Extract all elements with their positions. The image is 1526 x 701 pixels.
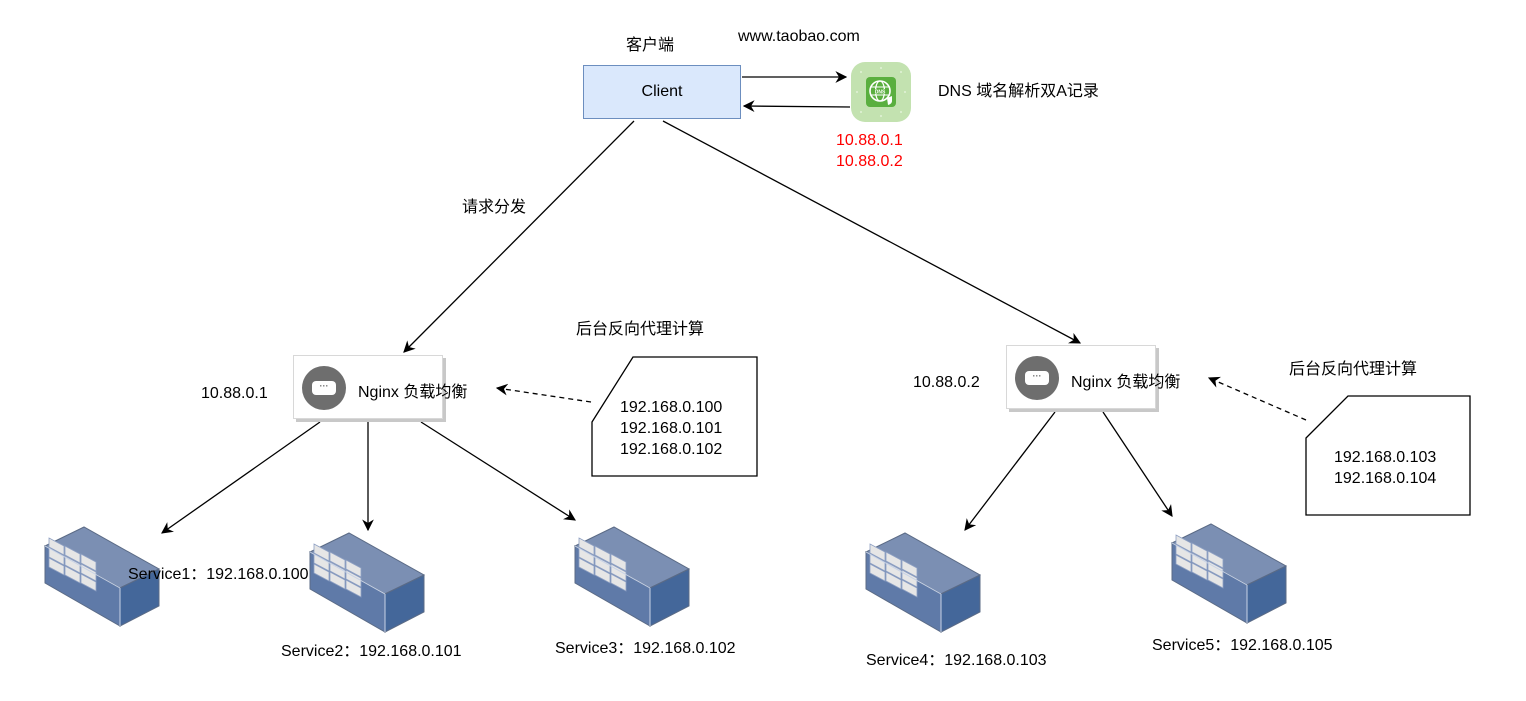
upstream-ip: 192.168.0.102 [620,441,723,458]
nginx-node-1[interactable]: ··· Nginx 负载均衡 [293,355,467,419]
nginx-icon: ··· [1015,356,1059,400]
client-to-nginx1-arrow [403,120,635,353]
more-dots-icon: ··· [1025,371,1049,385]
service1-label: Service1：192.168.0.100 [128,566,309,583]
upstream-ip: 192.168.0.101 [620,420,723,437]
dns-record-2: 10.88.0.2 [836,153,903,170]
upstream-ip: 192.168.0.104 [1334,470,1437,487]
service3-label: Service3：192.168.0.102 [555,640,736,657]
nginx-node-2[interactable]: ··· Nginx 负载均衡 [1006,345,1180,409]
note1-to-nginx1-dashed-arrow [495,383,592,403]
dns-title: DNS 域名解析双A记录 [938,83,1099,100]
upstream-ip: 192.168.0.103 [1334,449,1437,466]
request-dispatch-label: 请求分发 [462,199,527,216]
server-icon [308,532,426,633]
server-icon [864,532,982,633]
client-node[interactable]: Client [583,65,741,119]
nginx2-ip: 10.88.0.2 [913,374,980,391]
svg-text:DNS: DNS [875,90,886,96]
service2-label: Service2：192.168.0.101 [281,643,462,660]
server-node-3[interactable] [573,526,692,633]
service4-label: Service4：192.168.0.103 [866,652,1047,669]
service5-label: Service5：192.168.0.105 [1152,637,1333,654]
upstream-ip: 192.168.0.100 [620,399,723,416]
more-dots-icon: ··· [312,381,336,395]
nginx1-to-service1-arrow [161,421,321,534]
client-label: Client [641,83,683,100]
upstream-note-2: 192.168.0.103 192.168.0.104 [1334,447,1436,489]
server-node-2[interactable] [308,532,427,639]
nginx2-to-service4-arrow [964,411,1056,531]
upstream-note-1-shape [591,356,758,477]
nginx1-to-service3-arrow [420,421,576,521]
domain-label: www.taobao.com [738,28,860,45]
server-node-1[interactable] [43,526,162,633]
nginx2-note-title: 后台反向代理计算 [1289,361,1418,378]
server-icon [573,526,691,627]
note2-to-nginx2-dashed-arrow [1207,376,1307,421]
client-to-nginx2-arrow [662,120,1082,344]
upstream-note-1: 192.168.0.100 192.168.0.101 192.168.0.10… [620,397,722,460]
server-icon [43,526,161,627]
upstream-note-2-shape [1305,395,1471,516]
dns-to-client-arrow [742,100,851,112]
nginx1-note-title: 后台反向代理计算 [576,321,705,338]
nginx1-ip: 10.88.0.1 [201,385,268,402]
nginx1-label: Nginx 负载均衡 [358,384,468,401]
dns-record-1: 10.88.0.1 [836,132,903,149]
dns-node[interactable]: DNS [851,62,911,122]
server-node-5[interactable] [1170,523,1289,630]
nginx2-to-service5-arrow [1102,411,1173,517]
dns-globe-icon: DNS [851,62,911,122]
nginx2-label: Nginx 负载均衡 [1071,374,1181,391]
server-node-4[interactable] [864,532,983,639]
client-caption: 客户端 [626,37,675,54]
server-icon [1170,523,1288,624]
nginx-icon: ··· [302,366,346,410]
